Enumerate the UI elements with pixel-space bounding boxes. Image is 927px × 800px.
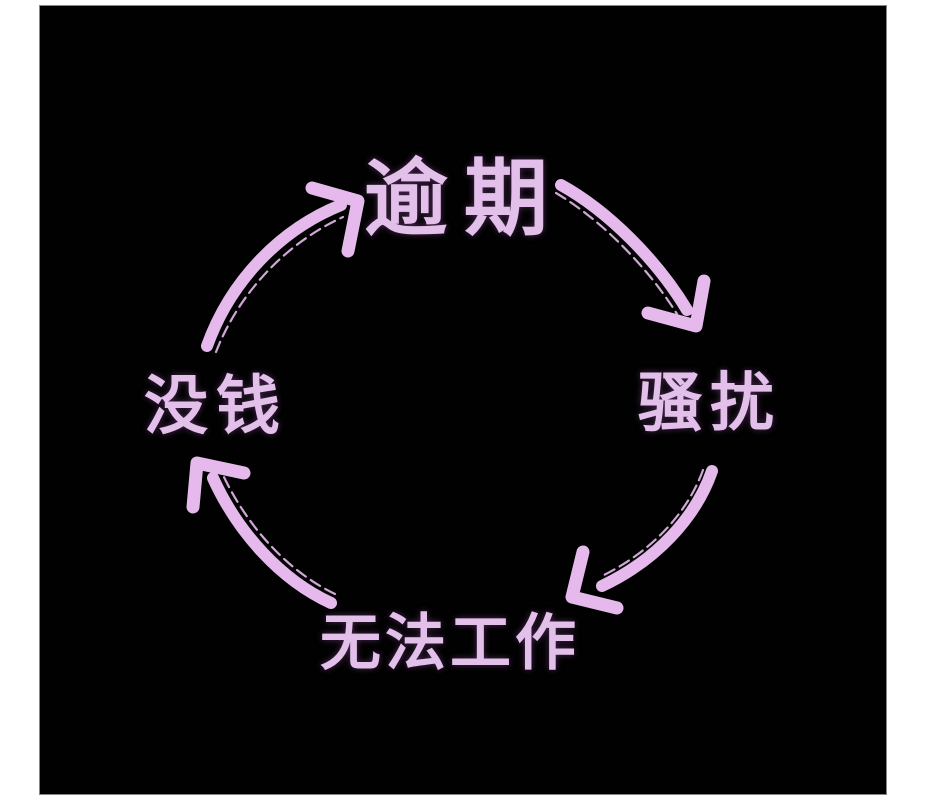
arrow-unable-to-work-to-no-money (186, 456, 337, 609)
arrow-layer (186, 179, 718, 615)
node-overdue: 逾期 (363, 148, 565, 248)
node-harassment: 骚扰 (638, 366, 782, 441)
node-no-money: 没钱 (144, 369, 288, 444)
arrow-harassment-to-unable-to-work (565, 465, 718, 615)
arrow-no-money-to-overdue (201, 181, 365, 354)
node-unable-to-work: 无法工作 (319, 607, 581, 679)
arrow-overdue-to-harassment (554, 179, 711, 333)
diagram-panel: 逾期 骚扰 无法工作 没钱 (39, 5, 887, 795)
